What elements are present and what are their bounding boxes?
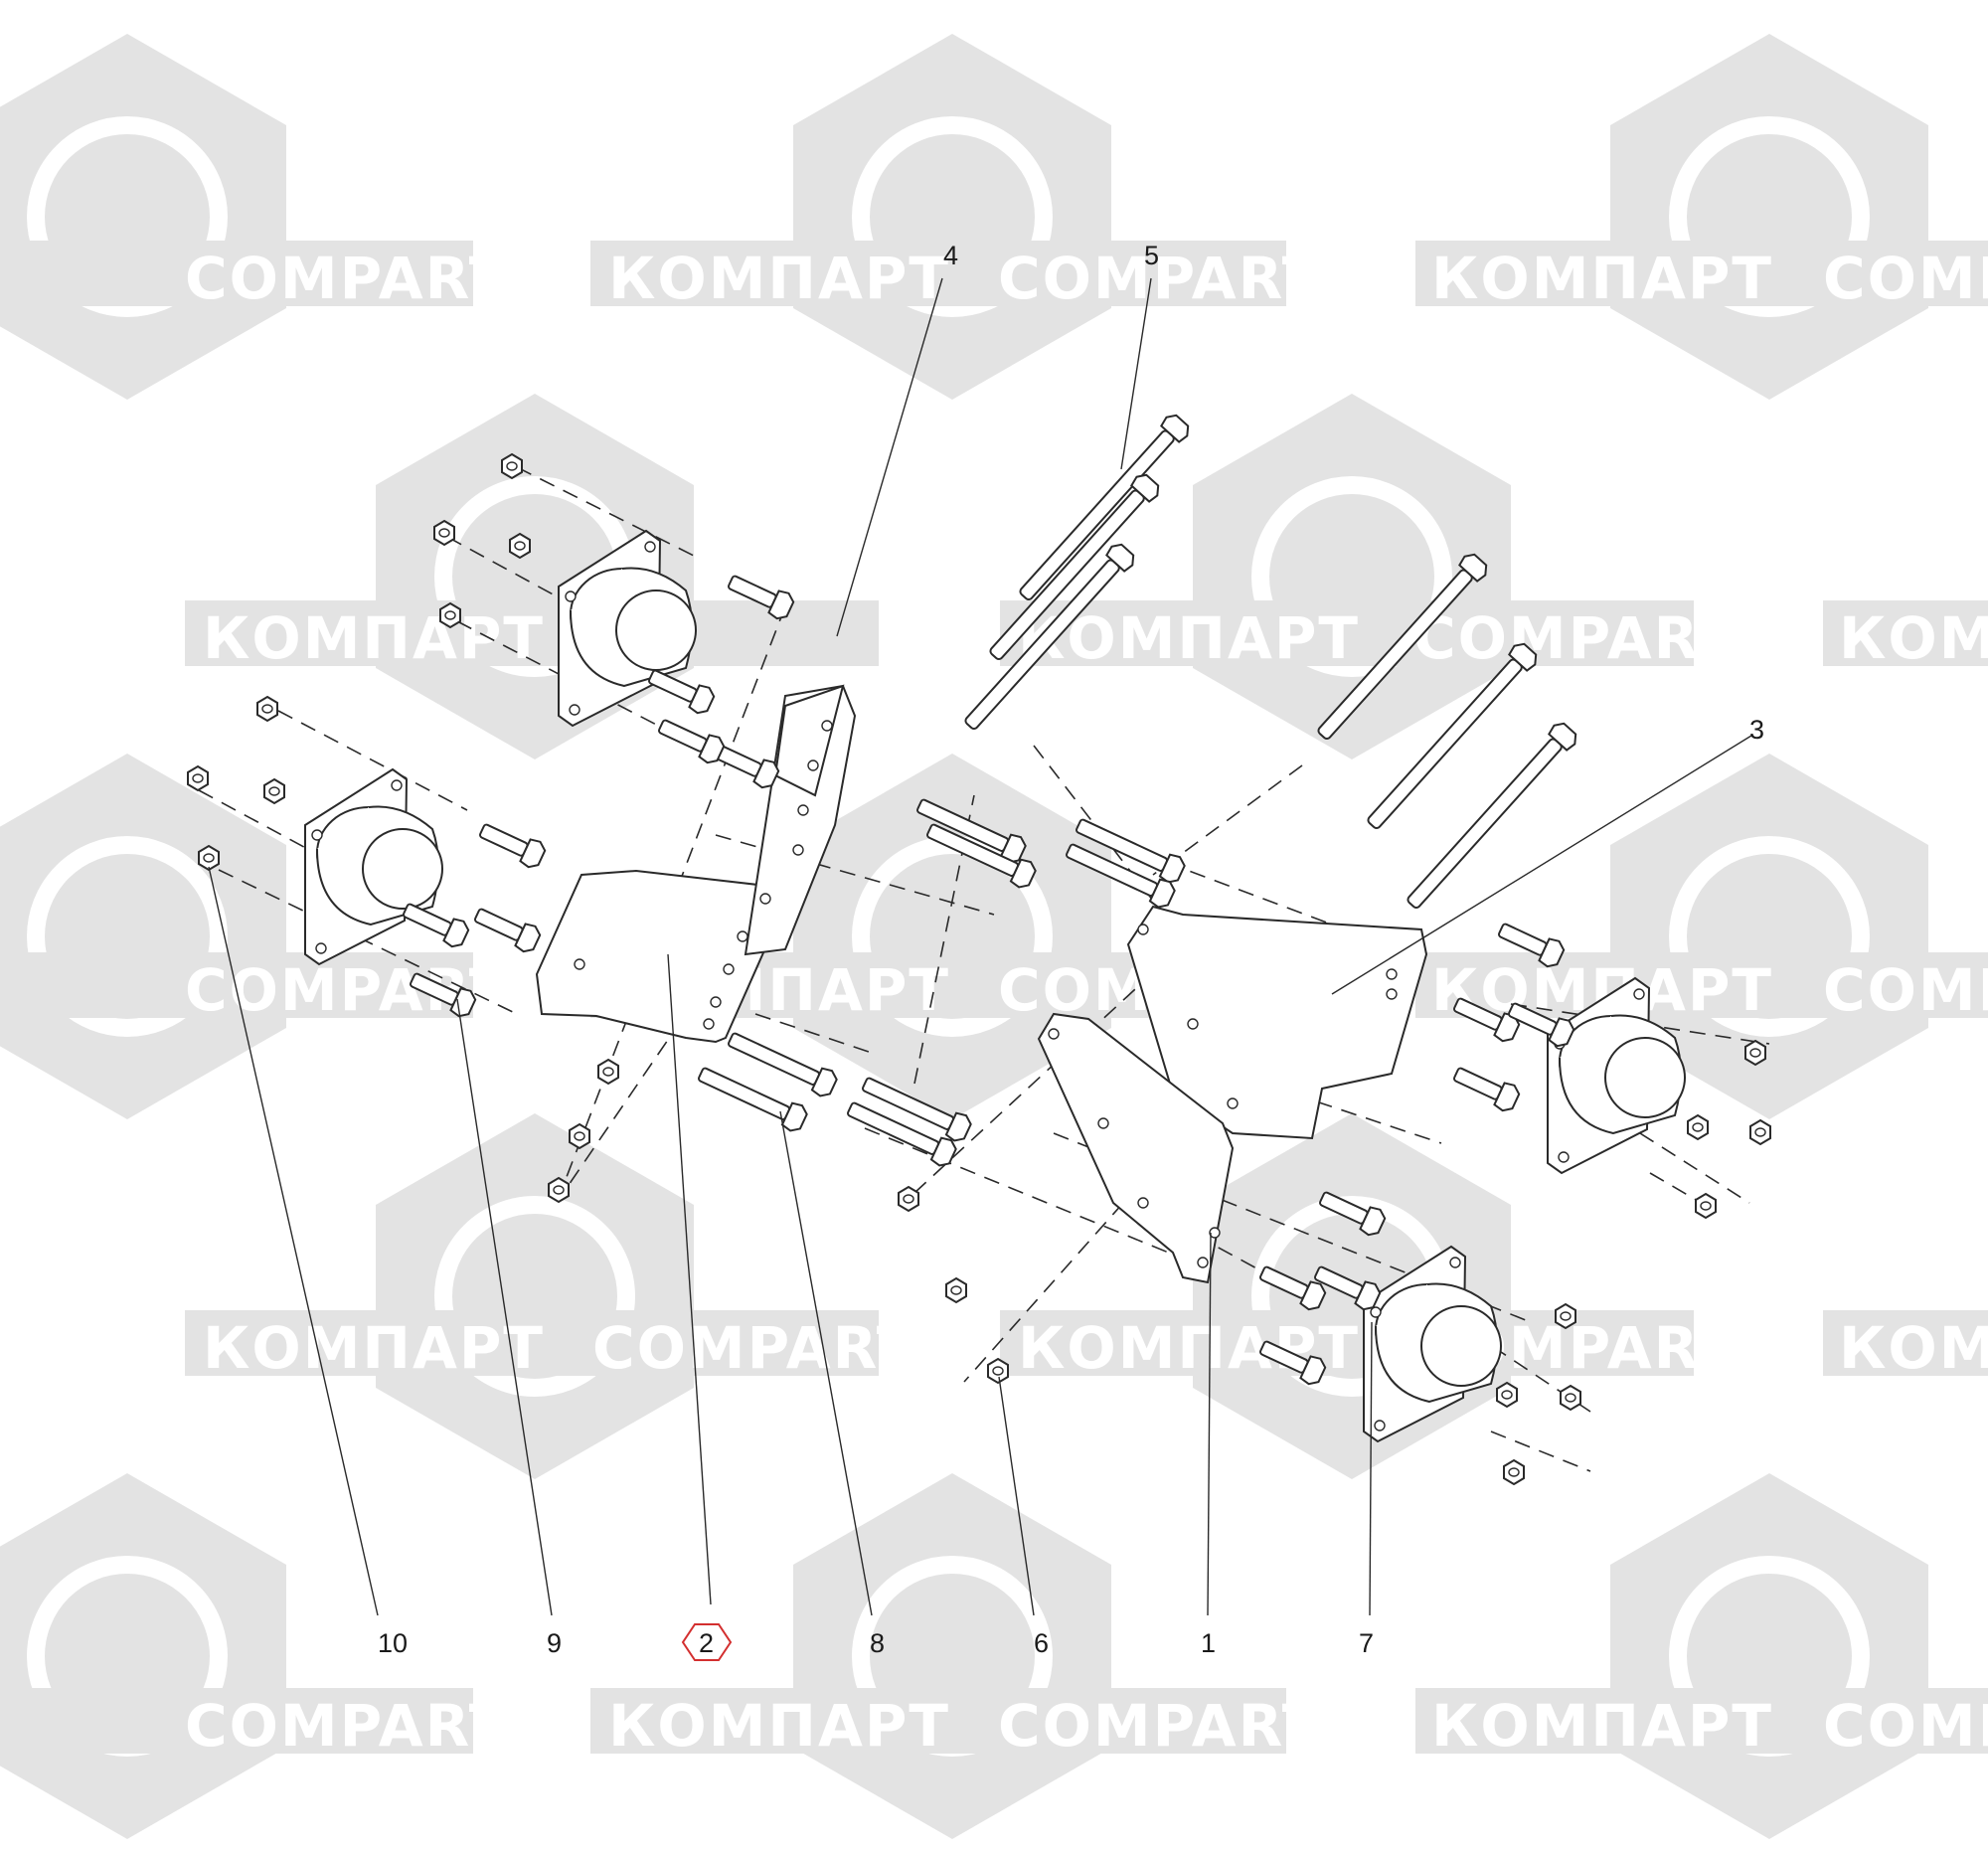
- nut: [256, 696, 278, 722]
- nut: [548, 1177, 570, 1203]
- watermark-cyrillic: КОМПАРТ: [1431, 245, 1773, 312]
- watermark-latin: COMPART: [185, 245, 510, 312]
- watermark-latin: COMPART: [1413, 604, 1739, 672]
- nut: [1560, 1385, 1581, 1411]
- bracket-part-1: [1037, 1012, 1235, 1284]
- watermark-cyrillic: КОМПАРТ: [1839, 604, 1988, 672]
- bolt: [470, 901, 544, 956]
- watermark-cyrillic: КОМПАРТ: [203, 604, 545, 672]
- long-bolt-f: [1400, 718, 1581, 916]
- watermark-cyrillic: КОМПАРТ: [608, 1692, 950, 1760]
- nut: [1503, 1459, 1525, 1485]
- watermark-latin: COMPART: [185, 1692, 510, 1760]
- nut-part-10: [198, 845, 220, 871]
- bracket-part-4: [744, 684, 857, 956]
- callout-7: 7: [1359, 1628, 1374, 1658]
- nut: [1749, 1119, 1771, 1145]
- parts-drawing: 1 3 4 5 6 7 8 9 10 2: [187, 241, 1771, 1661]
- watermark-latin: COMPART: [1823, 1692, 1988, 1760]
- nut: [1687, 1114, 1709, 1140]
- nut: [1555, 1303, 1576, 1329]
- nut: [945, 1277, 967, 1303]
- callout-labels: 1 3 4 5 6 7 8 9 10 2: [378, 241, 1764, 1661]
- callout-5: 5: [1144, 241, 1159, 270]
- nut: [1496, 1382, 1518, 1408]
- callout-6: 6: [1034, 1628, 1049, 1658]
- nut-part-6: [987, 1358, 1009, 1384]
- bracket-part-4-flange: [773, 684, 845, 797]
- highlight-hexagon: [681, 1623, 733, 1661]
- bolt: [399, 896, 472, 951]
- nut: [569, 1123, 590, 1149]
- callout-10: 10: [378, 1628, 408, 1658]
- nut: [187, 765, 209, 791]
- nut: [1695, 1193, 1717, 1219]
- bolt: [475, 816, 549, 872]
- bolt: [1449, 1060, 1523, 1115]
- nut: [597, 1059, 619, 1085]
- watermark-latin: COMPART: [592, 1314, 917, 1382]
- nut: [439, 602, 461, 628]
- nut: [509, 533, 531, 559]
- callout-9: 9: [547, 1628, 562, 1658]
- nut: [433, 520, 455, 546]
- nut: [501, 453, 523, 479]
- watermark-latin: COMPART: [1823, 956, 1988, 1024]
- bracket-holes: [574, 720, 1398, 1268]
- mount-lower-left: [304, 768, 443, 965]
- callout-8: 8: [870, 1628, 885, 1658]
- callout-2: 2: [699, 1628, 714, 1658]
- nut: [263, 778, 285, 804]
- leader-lines: [208, 277, 1752, 1616]
- bolt: [654, 712, 728, 767]
- callout-4: 4: [943, 241, 958, 270]
- nut: [898, 1186, 919, 1212]
- watermark-cyrillic: КОМПАРТ: [203, 1314, 545, 1382]
- watermark-cyrillic: КОМПАРТ: [608, 245, 950, 312]
- watermark-latin: COMPART: [998, 1692, 1323, 1760]
- callout-3: 3: [1749, 715, 1764, 745]
- watermark-layer: COMPART COMPART COMPART COMPART COMPART …: [0, 34, 1988, 1839]
- watermark-latin: COMPART: [998, 245, 1323, 312]
- callout-1: 1: [1201, 1628, 1216, 1658]
- watermark-cyrillic: КОМПАРТ: [1839, 1314, 1988, 1382]
- nut: [1744, 1040, 1766, 1066]
- watermark-latin: COMPART: [1823, 245, 1988, 312]
- watermark-cyrillic: КОМПАРТ: [1431, 1692, 1773, 1760]
